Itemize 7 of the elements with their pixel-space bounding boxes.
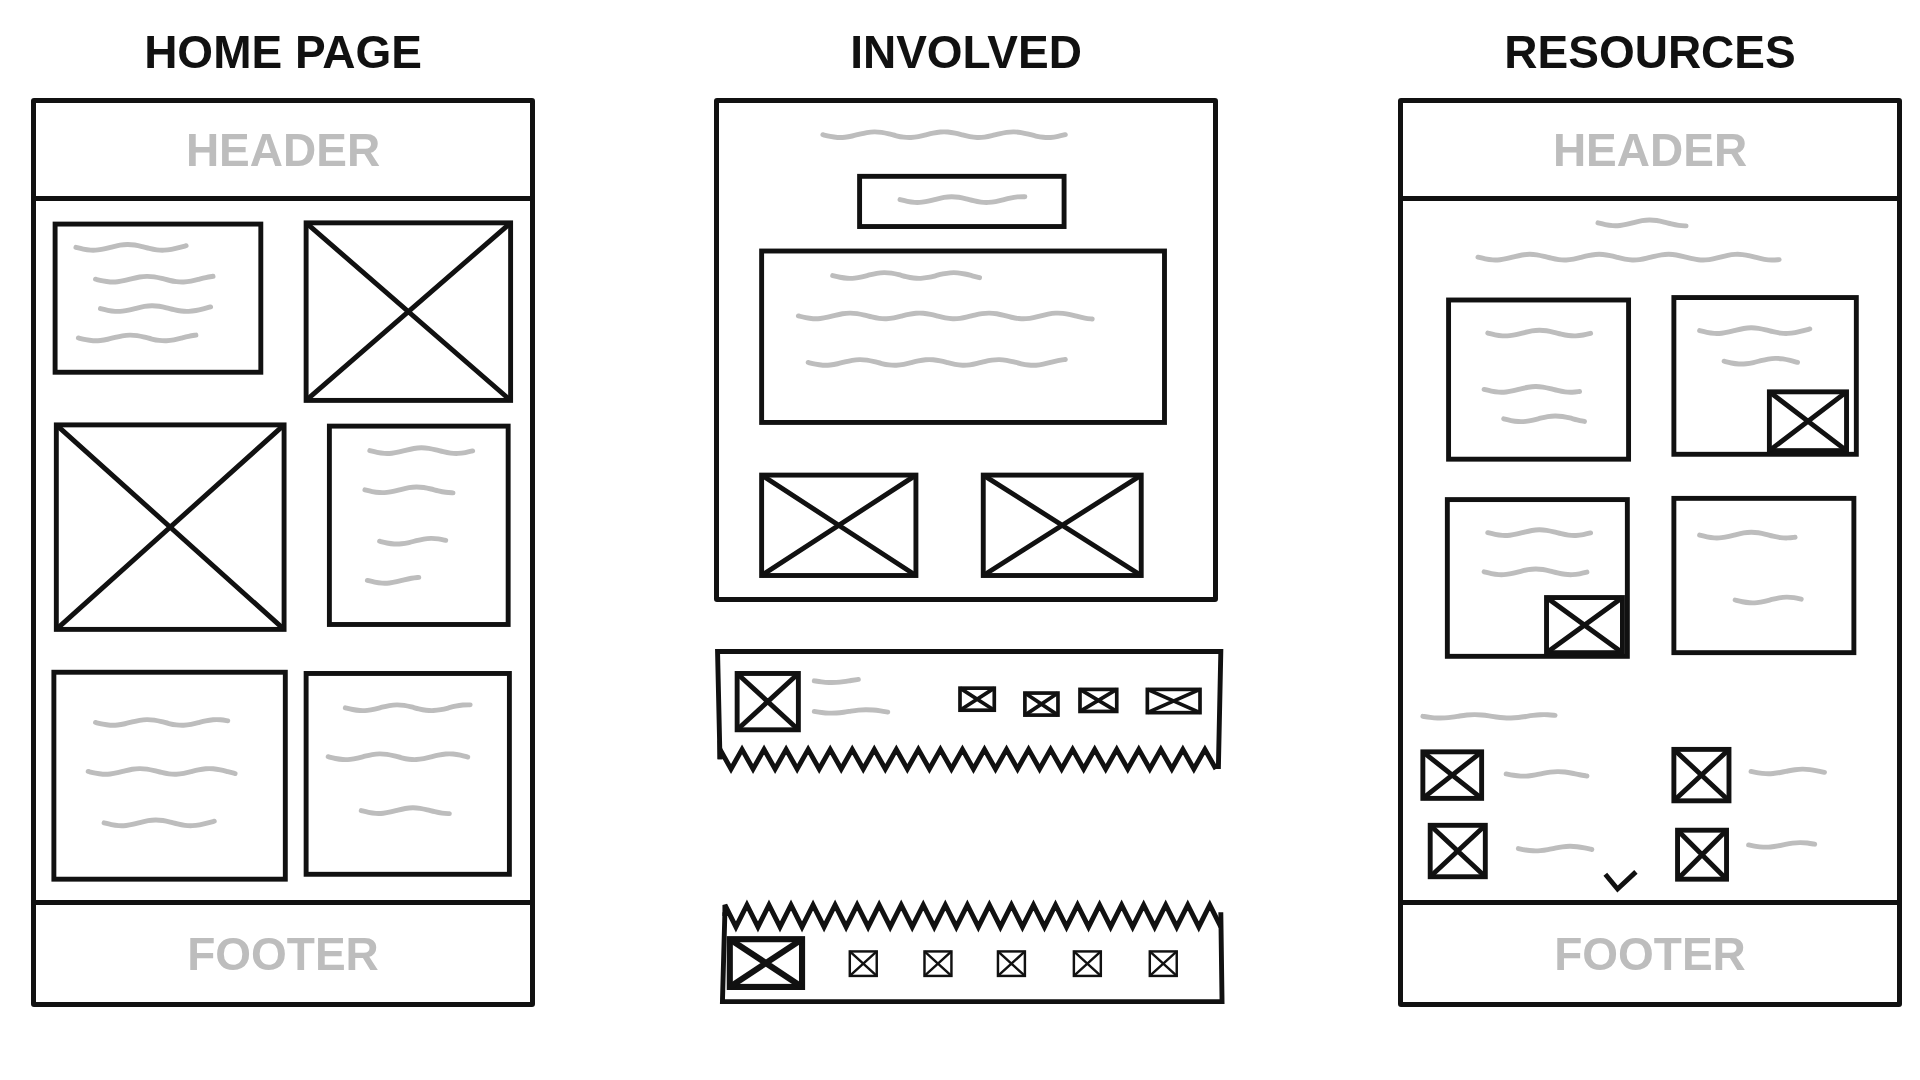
placeholder-label: FOOTER [1554,926,1746,981]
page-title: HOME PAGE [143,25,423,79]
placeholder-label: HEADER [1552,122,1748,177]
page-title: INVOLVED [849,25,1083,79]
page-title: RESOURCES [1503,25,1797,79]
placeholder-label: FOOTER [187,926,379,981]
placeholder-label: HEADER [185,122,381,177]
